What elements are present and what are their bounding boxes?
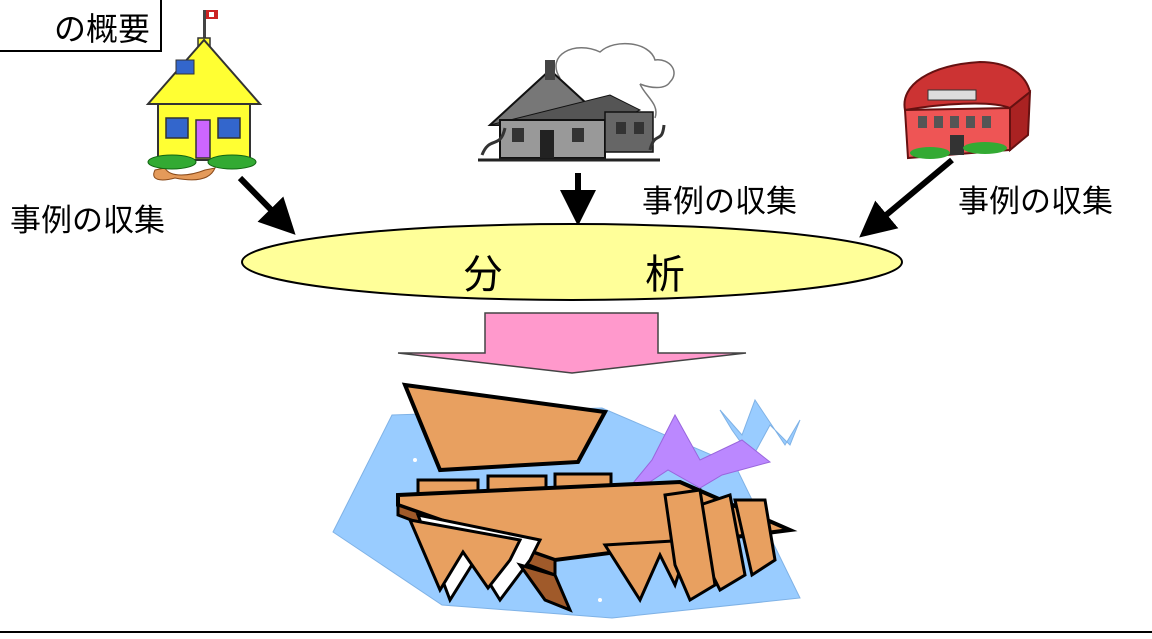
arrow-left — [237, 175, 296, 235]
analysis-ellipse — [241, 223, 903, 301]
collect-label-left: 事例の収集 — [10, 203, 165, 239]
analysis-label: 分 析 — [463, 242, 685, 300]
title-box: の概要 — [0, 0, 162, 52]
down-block-arrow — [397, 312, 747, 374]
page-title: の概要 — [53, 10, 150, 48]
arrow-right — [859, 157, 954, 238]
meeting-table-icon — [332, 382, 801, 619]
collect-label-right: 事例の収集 — [958, 184, 1113, 220]
red-school-icon — [903, 60, 1032, 160]
analysis-char-2: 析 — [645, 252, 685, 298]
analysis-char-1: 分 — [463, 252, 503, 298]
collect-label-center: 事例の収集 — [642, 184, 797, 220]
old-schoolhouse-icon — [478, 42, 675, 162]
yellow-house-icon — [145, 10, 263, 181]
